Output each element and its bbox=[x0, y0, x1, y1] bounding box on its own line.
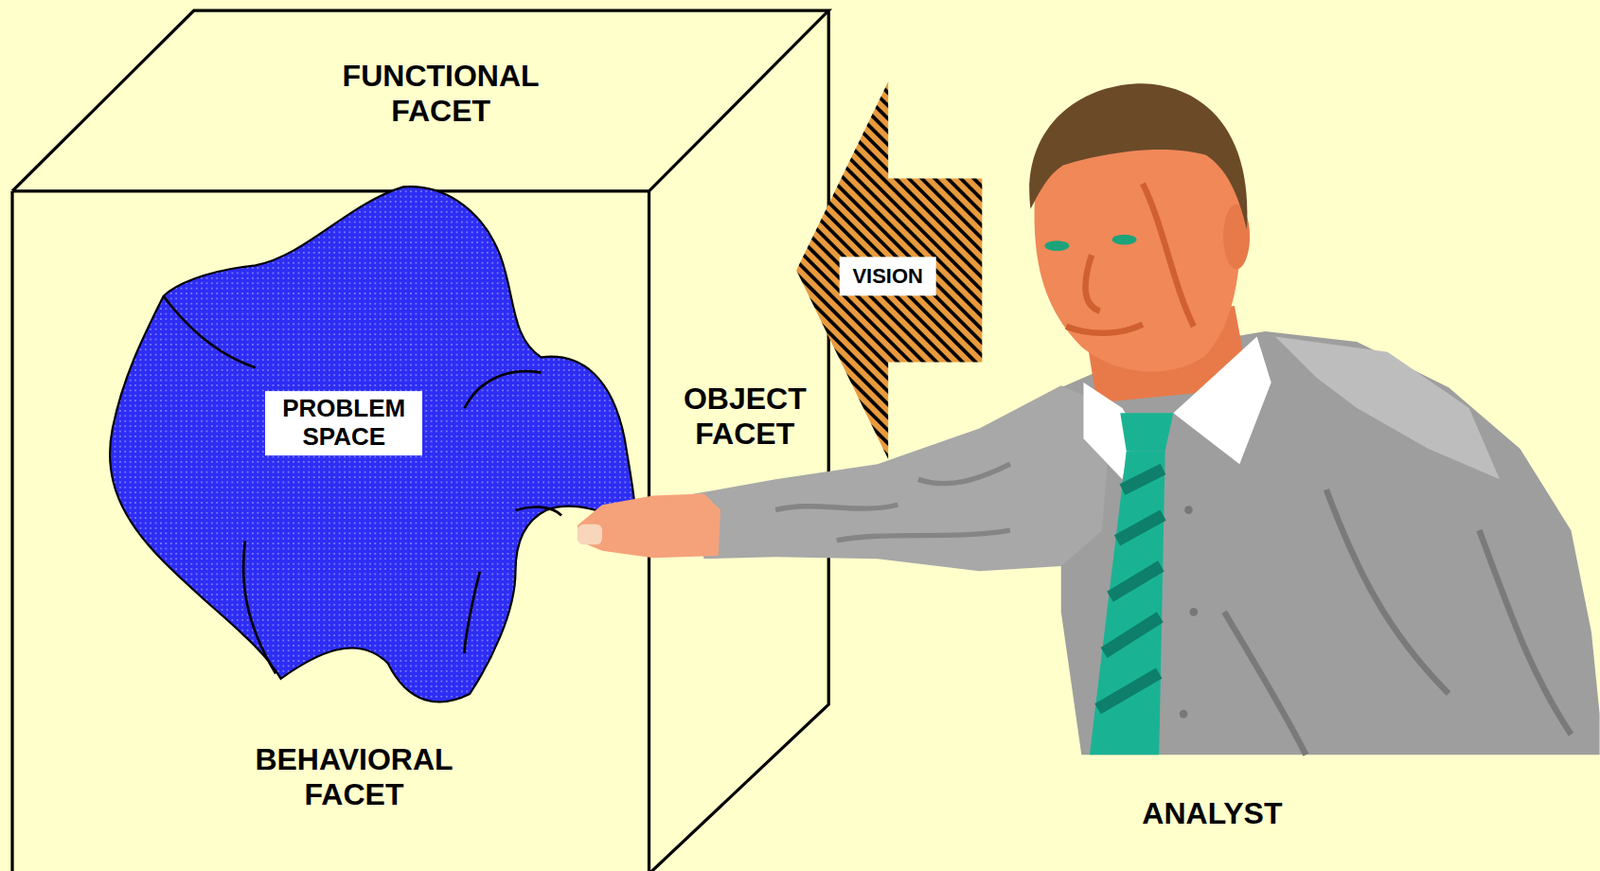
face-shading bbox=[1066, 183, 1194, 334]
tie bbox=[1089, 450, 1166, 755]
analyst-label: ANALYST bbox=[1098, 796, 1326, 832]
tie-stripes bbox=[1098, 469, 1164, 710]
problem-space-blob: PROBLEM SPACE bbox=[102, 181, 643, 710]
fingernail bbox=[577, 524, 603, 546]
tie-knot bbox=[1120, 412, 1174, 451]
cube: FUNCTIONAL FACET BEHAVIORAL FACET OBJECT F… bbox=[12, 8, 832, 871]
blob-shape bbox=[109, 186, 636, 702]
facet-label: FUNCTIONAL FACET bbox=[313, 58, 569, 129]
cube-edges bbox=[12, 10, 829, 871]
button bbox=[1190, 607, 1199, 617]
arm-fold bbox=[775, 463, 1011, 541]
facet-label: OBJECT FACET bbox=[669, 381, 821, 452]
vision-label: VISION bbox=[838, 256, 937, 296]
vision-arrow-shape bbox=[796, 81, 982, 460]
eye bbox=[1045, 240, 1070, 251]
blob-folds bbox=[162, 296, 561, 675]
torso-highlight bbox=[1275, 337, 1500, 480]
eye bbox=[1112, 234, 1138, 246]
button bbox=[1179, 710, 1189, 719]
hair bbox=[1029, 83, 1247, 230]
hand bbox=[577, 493, 721, 558]
facet-label: BEHAVIORAL FACET bbox=[226, 742, 482, 813]
shirt-fold bbox=[1224, 489, 1571, 755]
problem-space-label: PROBLEM SPACE bbox=[265, 391, 423, 456]
button bbox=[1184, 505, 1193, 515]
vision-arrow: VISION bbox=[794, 79, 984, 462]
